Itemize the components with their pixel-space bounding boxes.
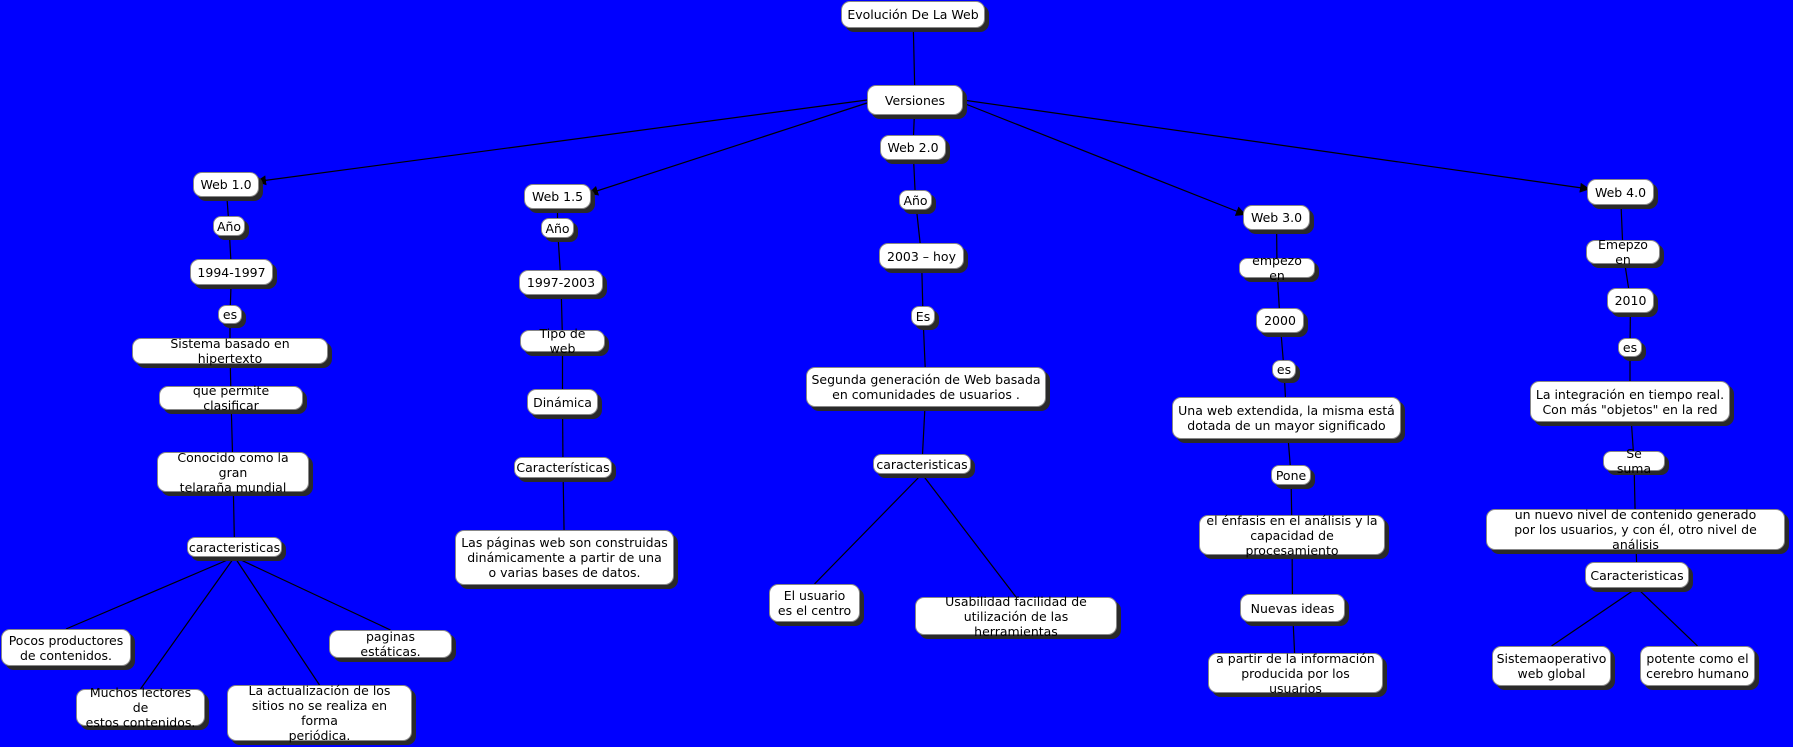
web15-anio-node[interactable]: Año [541,218,574,238]
web20-anio-node[interactable]: Año [899,190,932,210]
connector-line [1636,587,1698,647]
web20-node[interactable]: Web 2.0 [880,135,946,160]
web10-anio-node[interactable]: Año [213,216,245,236]
web15-node[interactable]: Web 1.5 [524,184,591,209]
web10-permite-node[interactable]: que permite clasificar [159,383,303,413]
web30-node[interactable]: Web 3.0 [1243,205,1310,230]
web40-es-node[interactable]: es [1618,338,1642,357]
web10-pocos-productores-node[interactable]: Pocos productores de contenidos. [1,629,131,666]
web15-dinamica-node[interactable]: Dinámica [527,389,598,415]
connector-line [921,473,1017,598]
web40-nuevo-nivel-node[interactable]: un nuevo nivel de contenido generado por… [1486,507,1785,552]
connector-line [65,556,235,630]
web40-sistema-operativo-node[interactable]: Sistemaoperativo web global [1492,646,1611,686]
web10-node[interactable]: Web 1.0 [193,172,259,197]
web30-es-node[interactable]: es [1272,360,1296,379]
web40-empezo-node[interactable]: Emepzo en [1586,237,1660,267]
arrow-line [962,102,1246,216]
web40-node[interactable]: Web 4.0 [1587,179,1654,205]
web40-definition-node[interactable]: La integración en tiempo real. Con más "… [1530,381,1730,422]
web15-description-node[interactable]: Las páginas web son construidas dinámica… [455,530,674,585]
web10-paginas-estaticas-node[interactable]: paginas estáticas. [329,629,452,659]
web20-caracteristicas-node[interactable]: caracteristicas [873,454,971,474]
web20-definition-node[interactable]: Segunda generación de Web basada en comu… [806,367,1046,407]
arrow-line [256,99,868,186]
web15-years-node[interactable]: 1997-2003 [519,270,603,295]
web20-usabilidad-node[interactable]: Usabilidad facilidad de utilización de l… [915,594,1117,639]
connector-line [814,473,923,585]
connector-line [234,556,391,631]
web30-enfasis-node[interactable]: el énfasis en el análisis y la capacidad… [1199,513,1385,558]
web30-year-node[interactable]: 2000 [1256,308,1304,333]
web30-nuevas-ideas-node[interactable]: Nuevas ideas [1240,594,1345,622]
root-title-node[interactable]: Evolución De La Web [841,1,985,28]
connector-line [1551,587,1638,647]
web20-years-node[interactable]: 2003 – hoy [879,243,964,269]
web15-caracteristicas-node[interactable]: Características [514,457,612,478]
web10-caracteristicas-node[interactable]: caracteristicas [187,537,282,557]
web40-year-node[interactable]: 2010 [1607,288,1654,313]
web30-empezo-node[interactable]: empezo en [1239,253,1315,283]
connector-line [234,556,320,686]
web20-usuario-centro-node[interactable]: El usuario es el centro [769,584,860,622]
web40-caracteristicas-node[interactable]: Caracteristicas [1585,562,1689,588]
web20-es-node[interactable]: Es [911,306,935,326]
web30-pone-node[interactable]: Pone [1271,465,1311,485]
web10-definition-node[interactable]: Sistema basado en hipertexto [132,336,328,366]
web10-es-node[interactable]: es [218,305,242,324]
web40-se-suma-node[interactable]: Se suma [1603,446,1665,476]
web40-potente-node[interactable]: potente como el cerebro humano [1640,646,1755,686]
web10-conocido-node[interactable]: Conocido como la gran telaraña mundial [157,450,309,495]
web10-years-node[interactable]: 1994-1997 [190,259,273,285]
arrow-line [588,102,868,196]
web30-a-partir-node[interactable]: a partir de la información producida por… [1208,651,1383,696]
web15-tipo-node[interactable]: Tipo de web [520,326,605,356]
arrow-line [962,99,1590,193]
web10-actualizacion-node[interactable]: La actualización de los sitios no se rea… [227,683,412,743]
web10-muchos-lectores-node[interactable]: Muchos lectores de estos contenidos. [76,685,205,730]
versions-node[interactable]: Versiones [867,85,963,115]
connector-line [140,556,235,690]
web30-definition-node[interactable]: Una web extendida, la misma está dotada … [1172,397,1401,439]
